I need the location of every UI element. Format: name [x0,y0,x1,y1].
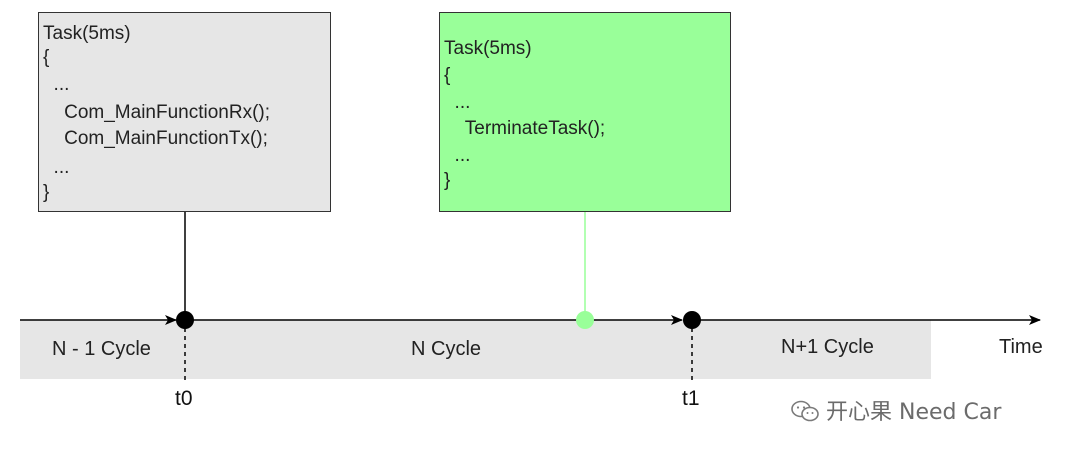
task-box-terminate-line-5: ... [444,145,471,166]
task-box-terminate: Task(5ms) { ... TerminateTask(); ... } [439,12,731,212]
task-box-com-line-2: { [43,47,50,68]
task-box-terminate-line-3: ... [444,92,471,113]
axis-label-time: Time [999,336,1043,358]
task-box-terminate-line-6: } [444,170,451,191]
task-box-com-line-4: Com_MainFunctionRx(); [43,102,271,123]
tick-label-t1: t1 [682,387,700,410]
cycle-label-next: N+1 Cycle [781,336,874,358]
cycle-label-prev: N - 1 Cycle [52,338,151,360]
task-box-terminate-line-2: { [444,65,451,86]
task-box-com-line-3: ... [43,74,70,95]
watermark: 开心果 Need Car [790,394,1001,429]
task-box-terminate-line-1: Task(5ms) [444,38,532,59]
event-dot-t0 [176,311,194,329]
task-box-com-line-6: ... [43,157,70,178]
cycle-band [20,320,931,379]
terminate-dot [576,311,594,329]
wechat-icon [790,399,820,429]
tick-label-t0: t0 [175,387,193,410]
task-box-com-line-5: Com_MainFunctionTx(); [43,128,268,149]
task-box-com-line-1: Task(5ms) [43,23,131,44]
task-box-com-line-7: } [43,182,50,203]
task-box-com: Task(5ms) { ... Com_MainFunctionRx(); Co… [38,12,331,212]
task-box-terminate-line-4: TerminateTask(); [444,118,606,139]
event-dot-t1 [683,311,701,329]
cycle-label-current: N Cycle [411,338,482,360]
watermark-text: 开心果 Need Car [826,400,1002,425]
